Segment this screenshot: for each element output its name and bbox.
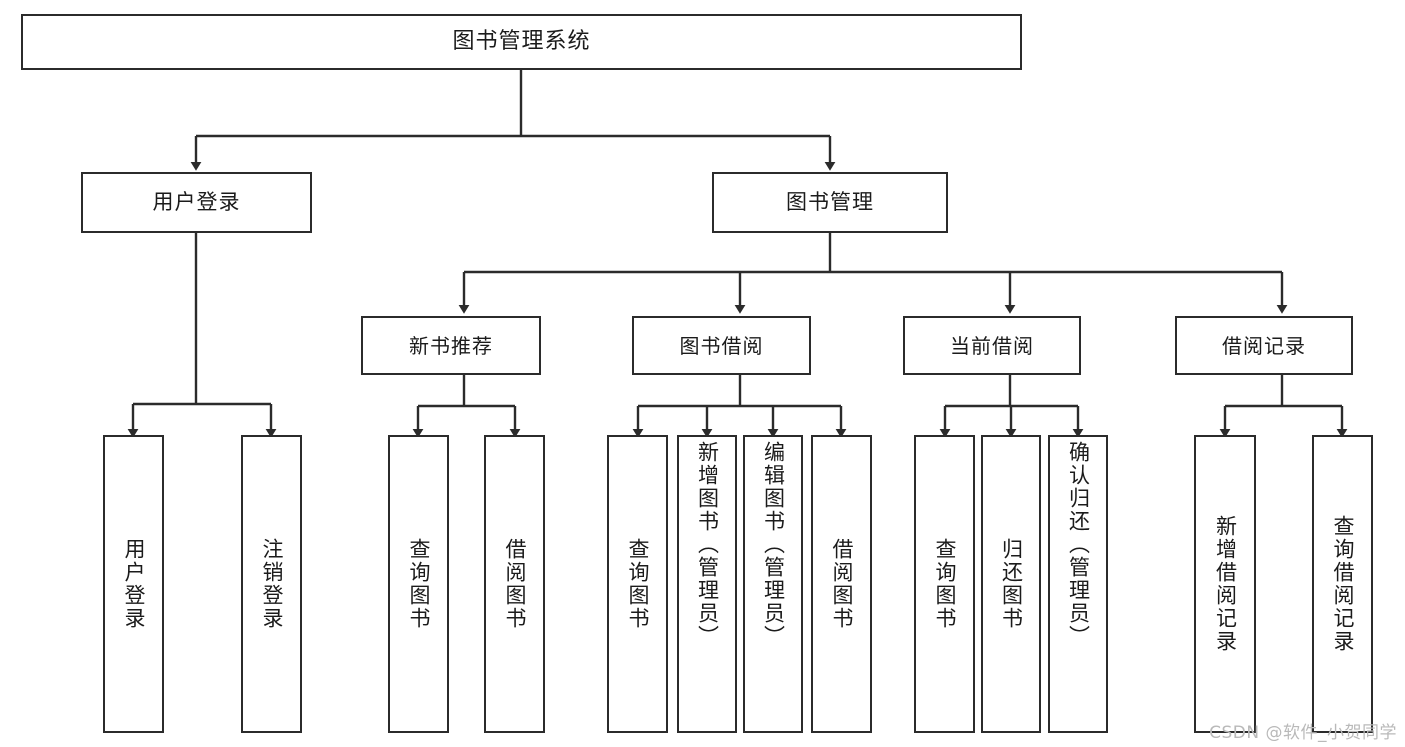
csdn-watermark: CSDN @软件_小贺同学 (1209, 723, 1397, 743)
leaf-current-return-book[interactable]: 归还图书 (981, 435, 1041, 733)
node-label: 查询借阅记录 (1330, 515, 1355, 653)
node-label: 编辑图书（管理员） (761, 441, 786, 648)
node-label: 借阅图书 (829, 538, 854, 630)
node-current-borrow[interactable]: 当前借阅 (903, 316, 1081, 375)
leaf-current-confirm-return[interactable]: 确认归还（管理员） (1048, 435, 1108, 733)
leaf-borrow-borrow-book[interactable]: 借阅图书 (811, 435, 872, 733)
node-label: 新书推荐 (409, 333, 493, 358)
node-label: 图书管理 (786, 189, 874, 214)
leaf-record-add[interactable]: 新增借阅记录 (1194, 435, 1256, 733)
node-label: 确认归还（管理员） (1066, 441, 1091, 648)
leaf-user-login[interactable]: 用户登录 (103, 435, 164, 733)
node-label: 新增借阅记录 (1213, 515, 1238, 653)
node-label: 归还图书 (999, 538, 1024, 630)
node-label: 用户登录 (152, 189, 241, 214)
leaf-recommend-borrow-book[interactable]: 借阅图书 (484, 435, 545, 733)
node-label: 查询图书 (932, 538, 957, 630)
leaf-borrow-query-book[interactable]: 查询图书 (607, 435, 668, 733)
node-label: 用户登录 (121, 538, 146, 630)
leaf-recommend-query-book[interactable]: 查询图书 (388, 435, 449, 733)
leaf-borrow-edit-book[interactable]: 编辑图书（管理员） (743, 435, 803, 733)
node-label: 查询图书 (406, 538, 431, 630)
node-book-management-system[interactable]: 图书管理系统 (21, 14, 1022, 70)
node-label: 当前借阅 (950, 333, 1034, 358)
node-borrow-record[interactable]: 借阅记录 (1175, 316, 1353, 375)
node-label: 借阅图书 (502, 538, 527, 630)
node-label: 新增图书（管理员） (695, 441, 720, 648)
leaf-user-logout[interactable]: 注销登录 (241, 435, 302, 733)
node-label: 注销登录 (259, 538, 284, 630)
node-label: 图书管理系统 (452, 28, 591, 54)
node-user-login[interactable]: 用户登录 (81, 172, 312, 233)
leaf-record-query[interactable]: 查询借阅记录 (1312, 435, 1373, 733)
node-label: 图书借阅 (679, 333, 764, 358)
node-book-management[interactable]: 图书管理 (712, 172, 948, 233)
node-label: 查询图书 (625, 538, 650, 630)
node-label: 借阅记录 (1222, 333, 1306, 358)
node-new-book-recommendation[interactable]: 新书推荐 (361, 316, 541, 375)
node-book-borrow[interactable]: 图书借阅 (632, 316, 811, 375)
leaf-borrow-add-book[interactable]: 新增图书（管理员） (677, 435, 737, 733)
leaf-current-query-book[interactable]: 查询图书 (914, 435, 975, 733)
